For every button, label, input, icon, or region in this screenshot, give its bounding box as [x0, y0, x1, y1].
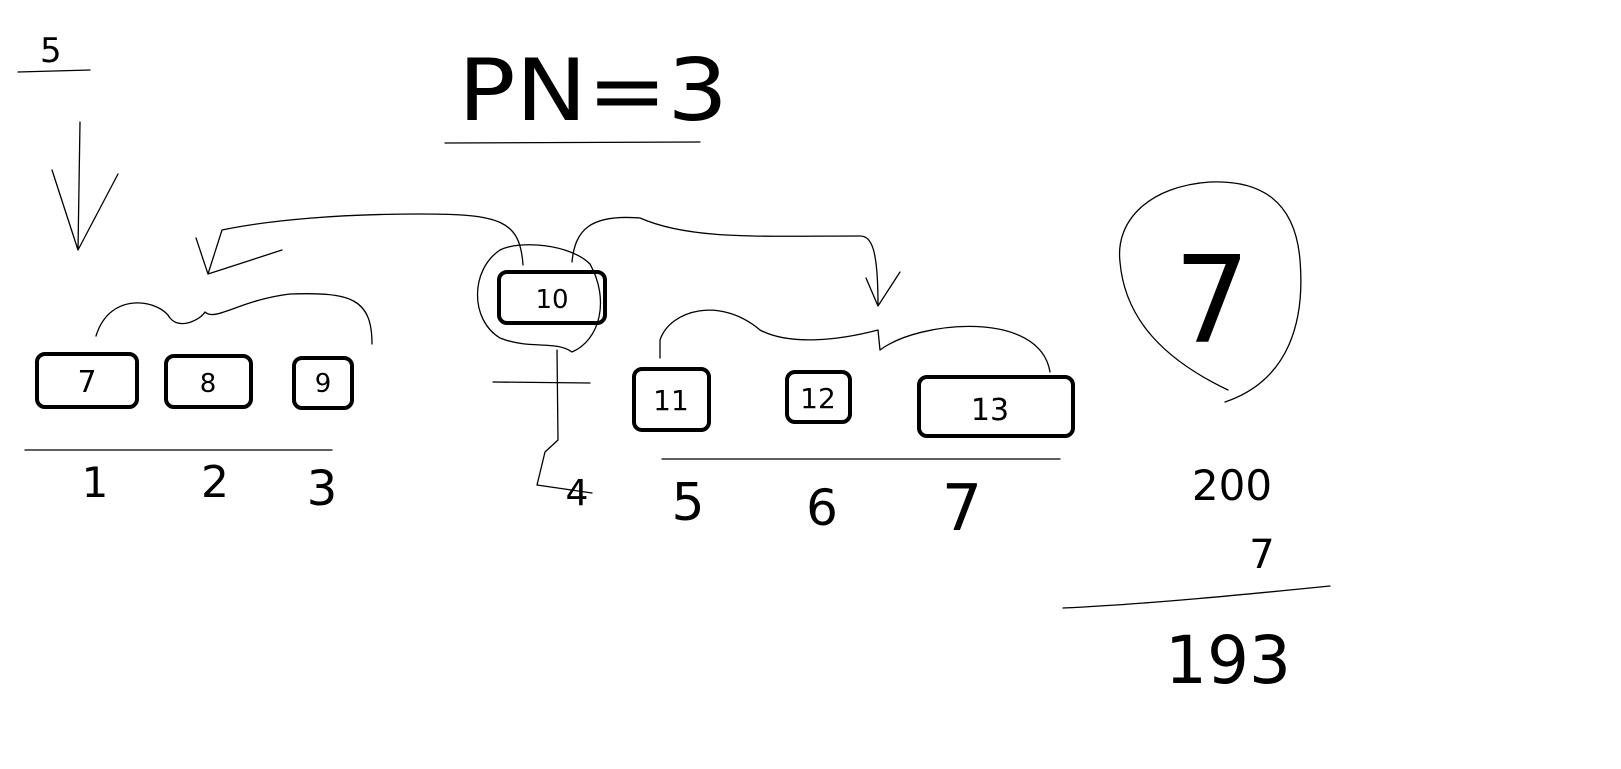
right-partition: 11 12 13 5 6 7: [632, 367, 1075, 546]
left-curve-arrow-icon: [195, 213, 524, 275]
left-box-1-label: 7: [77, 365, 96, 400]
right-index-1: 5: [671, 473, 704, 533]
calc-result: 193: [1165, 622, 1291, 699]
circled-value-group: 7: [1118, 181, 1302, 403]
right-curve-arrow-icon: [571, 216, 901, 307]
left-brace: [95, 293, 373, 345]
circled-value: 7: [1174, 232, 1250, 371]
right-index-3: 7: [942, 472, 983, 546]
right-box-1-label: 11: [653, 384, 689, 417]
top-left-mark: 5: [17, 31, 119, 251]
calc-group: 200 7 193: [1062, 461, 1331, 699]
pivot-group: 10 4: [476, 244, 607, 514]
heading-group: PN=3: [444, 41, 728, 144]
pivot-circle: [476, 244, 602, 353]
down-arrow-icon: [51, 121, 119, 251]
right-box-1: [632, 367, 711, 432]
page-title: PN=3: [458, 41, 728, 141]
pivot-index: 4: [566, 473, 589, 514]
calc-minuend: 200: [1192, 461, 1272, 510]
top-left-underline: [17, 69, 91, 73]
left-box-3: [292, 356, 354, 410]
top-left-mark-label: 5: [40, 31, 62, 71]
pivot-baseline: [492, 381, 591, 384]
left-box-2: [164, 354, 253, 409]
pivot-connector: [536, 349, 593, 494]
right-brace: [659, 309, 1051, 373]
pivot-box-label: 10: [535, 285, 568, 315]
left-box-2-label: 8: [200, 369, 217, 399]
calc-subtrahend: 7: [1249, 532, 1274, 578]
left-box-1: [35, 352, 139, 409]
right-box-3-label: 13: [971, 393, 1009, 428]
left-index-3: 3: [307, 461, 338, 517]
left-box-3-label: 9: [315, 369, 332, 399]
right-box-2: [785, 370, 852, 424]
right-box-2-label: 12: [800, 382, 836, 415]
pivot-box: [497, 270, 607, 325]
value-circle: [1118, 181, 1302, 403]
left-index-2: 2: [201, 457, 229, 508]
right-index-2: 6: [806, 479, 838, 537]
calc-line: [1062, 585, 1331, 609]
left-partition: 7 8 9 1 2 3: [24, 352, 354, 517]
right-box-3: [917, 375, 1075, 438]
left-index-1: 1: [82, 458, 109, 507]
title-underline: [444, 141, 701, 144]
